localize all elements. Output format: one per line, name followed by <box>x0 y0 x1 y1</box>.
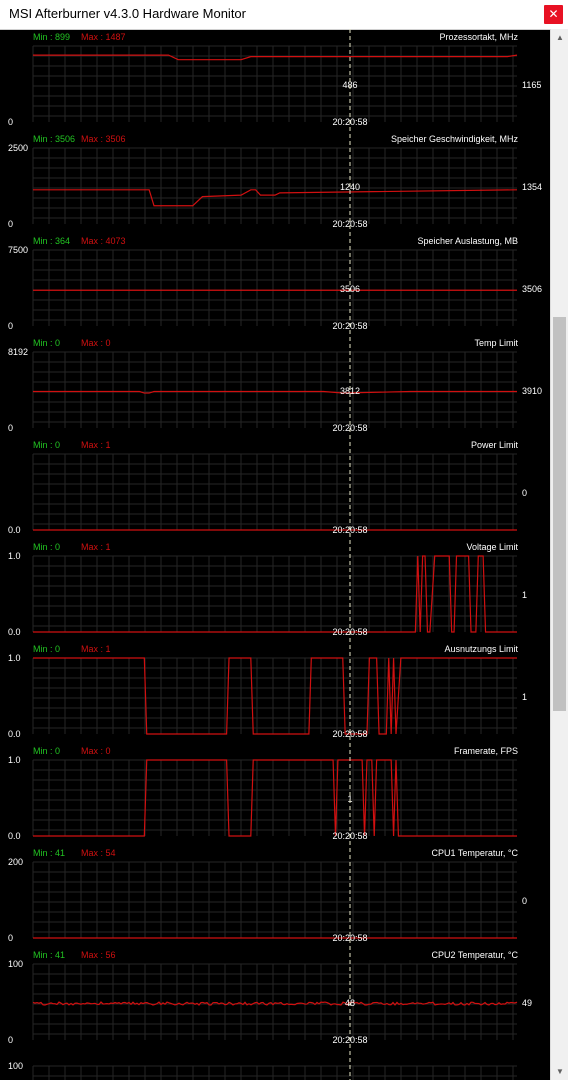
scrollbar-thumb[interactable] <box>553 317 566 711</box>
y-axis-top-label: 2500 <box>8 143 28 153</box>
y-axis-bottom-label: 0 <box>8 423 13 433</box>
max-label: Max : 1487 <box>81 32 126 42</box>
y-axis-top-label: 100 <box>8 959 23 969</box>
y-axis-bottom-label: 0 <box>8 933 13 943</box>
timestamp-label: 20:20:58 <box>332 219 367 229</box>
y-axis-bottom-label: 0 <box>8 117 13 127</box>
y-axis-bottom-label: 0.0 <box>8 729 21 739</box>
current-value: 1 <box>522 590 527 600</box>
timestamp-label: 20:20:58 <box>332 729 367 739</box>
panel-title: CPU1 Temperatur, °C <box>432 848 519 858</box>
y-axis-bottom-label: 0.0 <box>8 525 21 535</box>
min-label: Min : 0 <box>33 338 60 348</box>
y-axis-bottom-label: 0.0 <box>8 627 21 637</box>
max-label: Max : 3506 <box>81 134 126 144</box>
max-label: Max : 1 <box>81 440 111 450</box>
current-value: 1165 <box>522 80 541 90</box>
y-axis-bottom-label: 0 <box>8 321 13 331</box>
scroll-up-arrow-icon[interactable]: ▲ <box>556 33 564 42</box>
vertical-scrollbar[interactable]: ▲ ▼ <box>550 29 568 1080</box>
max-label: Max : 1 <box>81 644 111 654</box>
y-axis-top-label: 1.0 <box>8 755 21 765</box>
value-trace <box>33 555 517 633</box>
value-trace <box>33 759 517 837</box>
y-axis-bottom-label: 0 <box>8 1035 13 1045</box>
panel-title: Voltage Limit <box>466 542 518 552</box>
panel-title: Framerate, FPS <box>454 746 518 756</box>
min-label: Min : 41 <box>33 848 65 858</box>
timestamp-label: 20:20:58 <box>332 933 367 943</box>
min-label: Min : 0 <box>33 746 60 756</box>
y-axis-top-label: 1.0 <box>8 551 21 561</box>
max-label: Max : 0 <box>81 338 111 348</box>
min-label: Min : 0 <box>33 542 60 552</box>
min-label: Min : 41 <box>33 950 65 960</box>
y-axis-bottom-label: 0.0 <box>8 831 21 841</box>
y-axis-top-label: 8192 <box>8 347 28 357</box>
panel-title: Power Limit <box>471 440 519 450</box>
scroll-down-arrow-icon[interactable]: ▼ <box>556 1067 564 1076</box>
cursor-value: 3812 <box>340 386 360 396</box>
min-label: Min : 0 <box>33 644 60 654</box>
panel-title: Ausnutzungs Limit <box>444 644 518 654</box>
max-label: Max : 4073 <box>81 236 126 246</box>
value-trace <box>33 189 518 207</box>
current-value: 1 <box>522 692 527 702</box>
min-label: Min : 3506 <box>33 134 75 144</box>
value-trace <box>33 657 517 735</box>
y-axis-top-label: 7500 <box>8 245 28 255</box>
panel-title: CPU2 Temperatur, °C <box>432 950 519 960</box>
max-label: Max : 1 <box>81 542 111 552</box>
min-label: Min : 899 <box>33 32 70 42</box>
current-value: 0 <box>522 896 527 906</box>
current-value: 49 <box>522 998 532 1008</box>
min-label: Min : 364 <box>33 236 70 246</box>
y-axis-bottom-label: 0 <box>8 219 13 229</box>
max-label: Max : 54 <box>81 848 116 858</box>
panel-title: Prozessortakt, MHz <box>439 32 518 42</box>
y-axis-top-label: 100 <box>8 1061 23 1071</box>
panel-title: Speicher Geschwindigkeit, MHz <box>391 134 519 144</box>
value-trace <box>33 54 518 61</box>
current-value: 3506 <box>522 284 542 294</box>
y-axis-top-label: 200 <box>8 857 23 867</box>
min-label: Min : 0 <box>33 440 60 450</box>
value-trace <box>32 1001 518 1006</box>
close-button[interactable]: ✕ <box>544 5 563 24</box>
window-title: MSI Afterburner v4.3.0 Hardware Monitor <box>9 6 246 21</box>
value-trace <box>33 390 517 394</box>
monitor-graphs: Min : 899 Max : 1487 Prozessortakt, MHz 0 48… <box>8 29 542 1080</box>
current-value: 1354 <box>522 182 542 192</box>
max-label: Max : 56 <box>81 950 116 960</box>
title-bar: MSI Afterburner v4.3.0 Hardware Monitor … <box>0 0 568 30</box>
current-value: 0 <box>522 488 527 498</box>
y-axis-top-label: 1.0 <box>8 653 21 663</box>
max-label: Max : 0 <box>81 746 111 756</box>
current-value: 3910 <box>522 386 542 396</box>
panel-title: Temp Limit <box>474 338 518 348</box>
cursor-value: 1 <box>347 794 352 804</box>
panel-title: Speicher Auslastung, MB <box>417 236 518 246</box>
cursor-value: 486 <box>342 80 357 90</box>
